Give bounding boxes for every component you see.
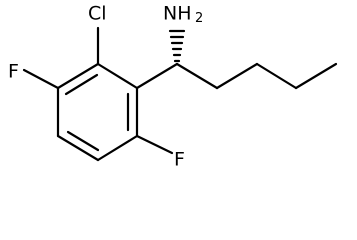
chlorine-label: Cl: [88, 3, 107, 25]
ring-bond-top: [96, 62, 139, 90]
chain-bond-2: [215, 62, 259, 90]
chain-bond-1: [175, 62, 219, 90]
benzene-ring: [56, 62, 139, 162]
amine-subscript: 2: [195, 11, 203, 26]
amine-label: NH 2: [163, 3, 203, 27]
ring-bond-top-left: [56, 62, 100, 90]
chain-bond-4: [294, 62, 338, 90]
fluorine-label-bottom: F: [174, 149, 185, 171]
hashed-wedge-bond: [168, 29, 186, 63]
ring-inner-bond-top-left: [64, 73, 99, 96]
chain-bond-3: [255, 62, 298, 90]
bond-c6-f: [135, 134, 174, 155]
bond-ring-to-stereocenter: [135, 62, 179, 90]
ring-bond-bottom-right: [96, 134, 139, 162]
bond-c3-f: [22, 68, 60, 90]
fluorine-label-left: F: [8, 61, 19, 83]
ring-bond-bottom-left: [56, 134, 100, 162]
structure-diagram: Cl F F NH 2: [8, 3, 338, 171]
ring-inner-bond-bottom: [66, 130, 100, 152]
butyl-chain: [175, 62, 338, 90]
amine-symbol: NH: [163, 3, 192, 25]
